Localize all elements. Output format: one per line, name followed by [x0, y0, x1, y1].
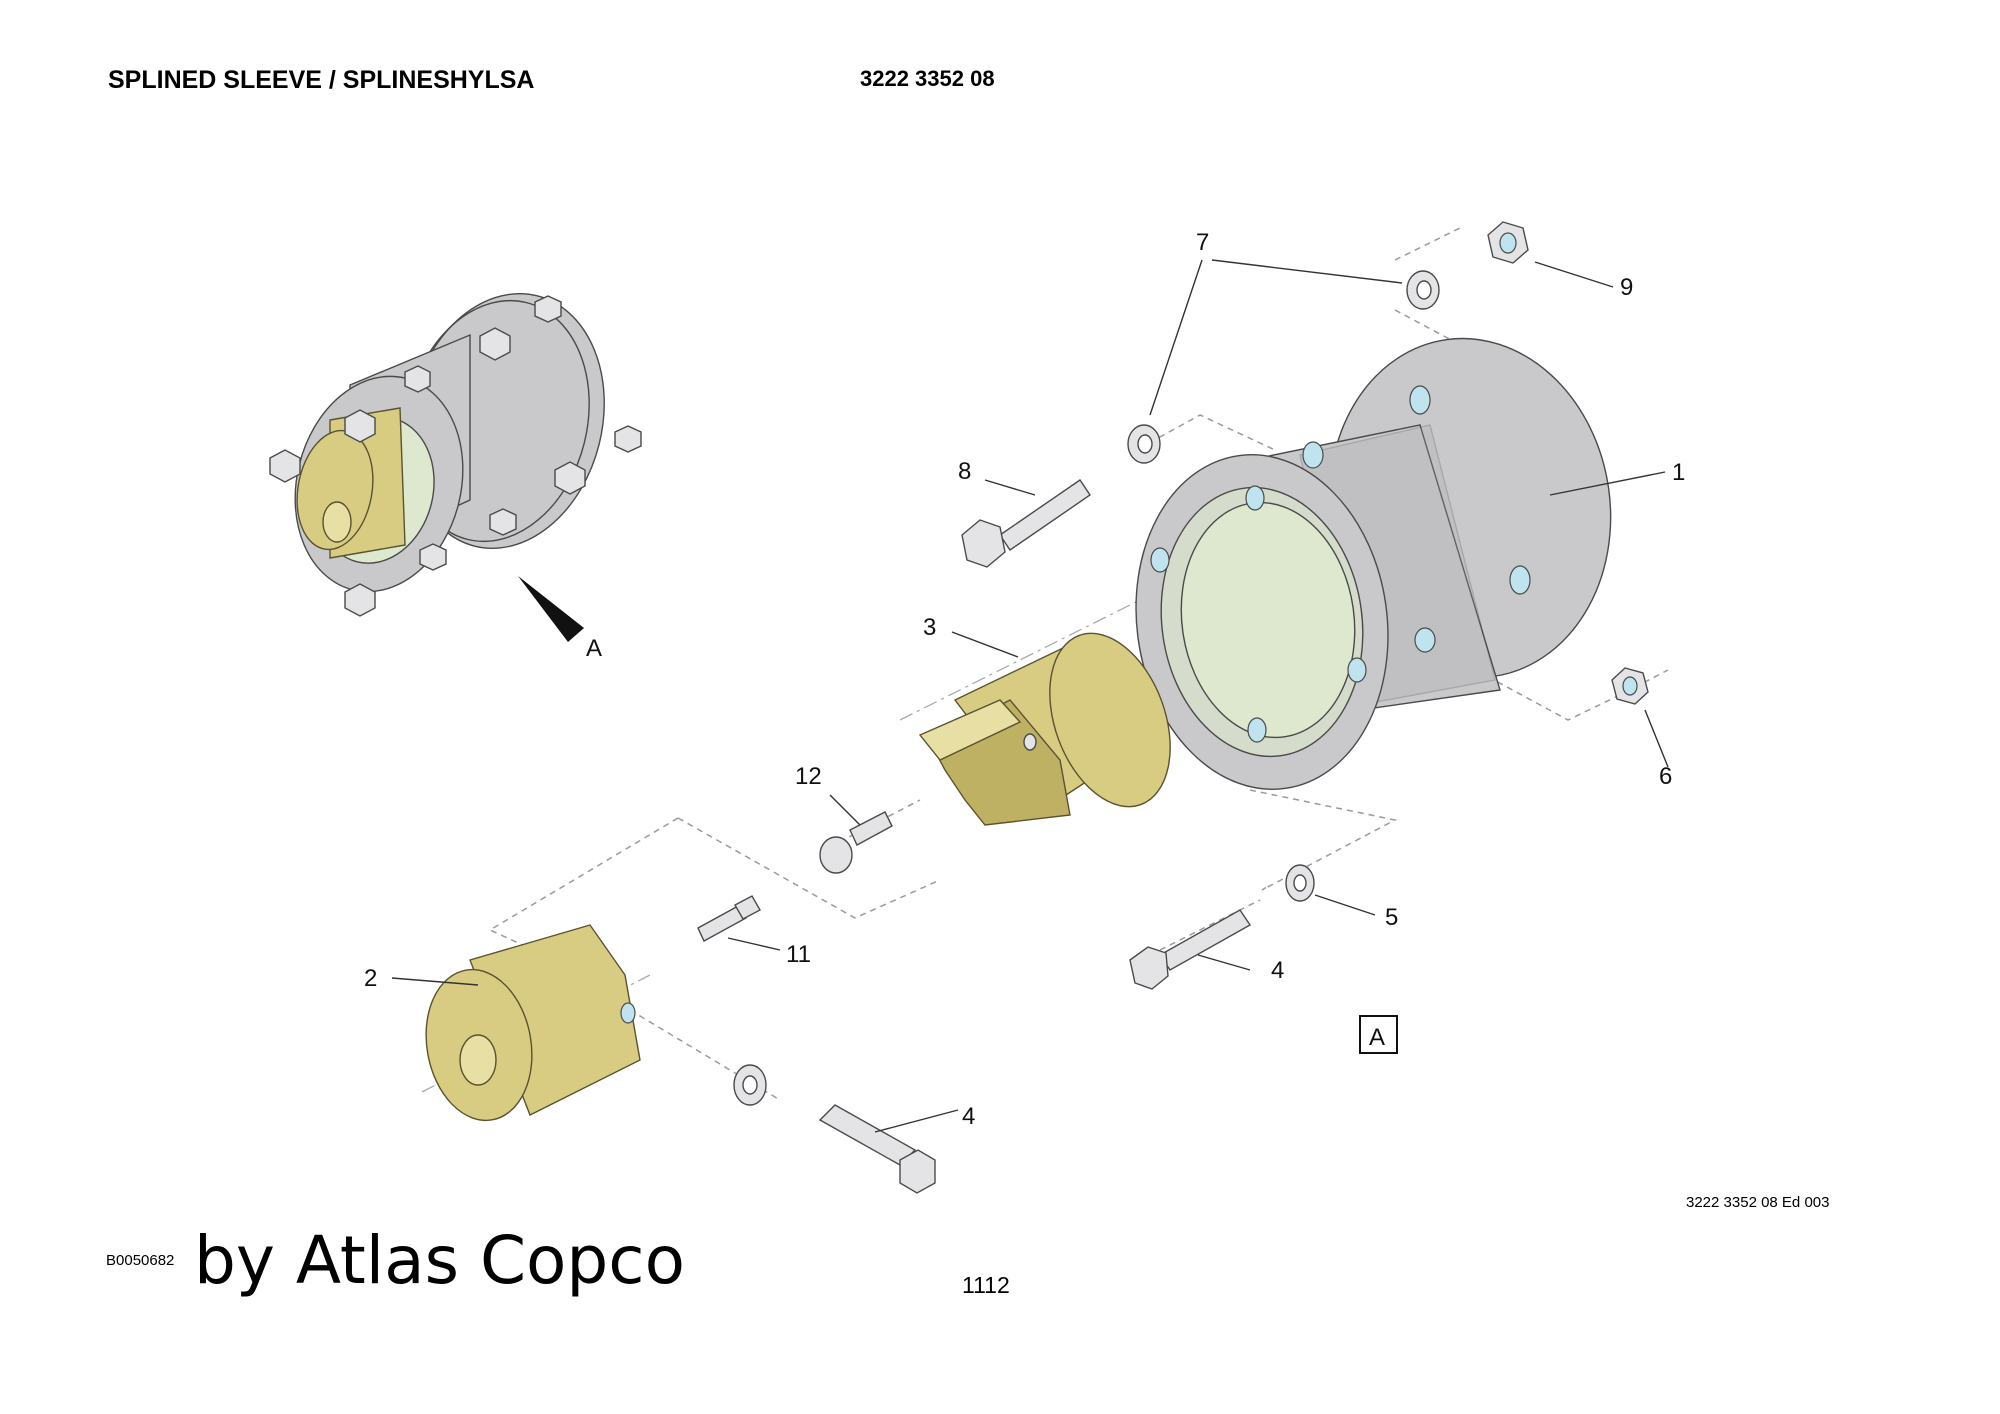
callout-4-right: 4 [1271, 957, 1284, 984]
part-6-nut [1611, 667, 1649, 705]
part-12-socket-screw [819, 811, 893, 874]
flange-bolt-heads-rear [479, 295, 642, 495]
edition-label: 3222 3352 08 Ed 003 [1686, 1194, 1830, 1211]
callout-11: 11 [786, 941, 811, 968]
image-code: B0050682 [106, 1252, 175, 1269]
callout-8: 8 [958, 458, 971, 485]
part-3-splined-hub [918, 632, 1171, 826]
callout-1: 1 [1672, 459, 1685, 486]
part-11-socket-screw [697, 895, 761, 942]
view-direction-arrow [518, 576, 584, 642]
callout-6: 6 [1659, 763, 1672, 790]
callout-2: 2 [364, 965, 377, 992]
callout-9: 9 [1620, 274, 1633, 301]
callout-leader-lines [391, 259, 1669, 1133]
callout-5: 5 [1385, 904, 1398, 931]
brand-label: by Atlas Copco [194, 1222, 685, 1299]
callout-7: 7 [1196, 229, 1209, 256]
part-8-hex-bolt [961, 479, 1091, 568]
part-2-hub [425, 924, 641, 1122]
view-a-box: A [1359, 1015, 1398, 1054]
view-a-box-label: A [1369, 1024, 1385, 1051]
callout-3: 3 [923, 614, 936, 641]
page-number: 1112 [962, 1272, 1010, 1298]
part-4-hex-bolt-lower [818, 1104, 936, 1194]
view-arrow-label: A [586, 635, 602, 662]
assembled-coupling-view: A [269, 292, 642, 662]
callout-12: 12 [795, 763, 822, 790]
part-4-hex-bolt-right [1129, 909, 1252, 990]
callout-4-lower: 4 [962, 1103, 975, 1130]
part-1-flanged-sleeve [1135, 337, 1612, 790]
part-number: 3222 3352 08 [860, 66, 995, 91]
part-9-nut [1487, 221, 1529, 264]
flange-bolt-heads-front [269, 365, 517, 617]
page-title: SPLINED SLEEVE / SPLINESHYLSA [108, 66, 535, 94]
